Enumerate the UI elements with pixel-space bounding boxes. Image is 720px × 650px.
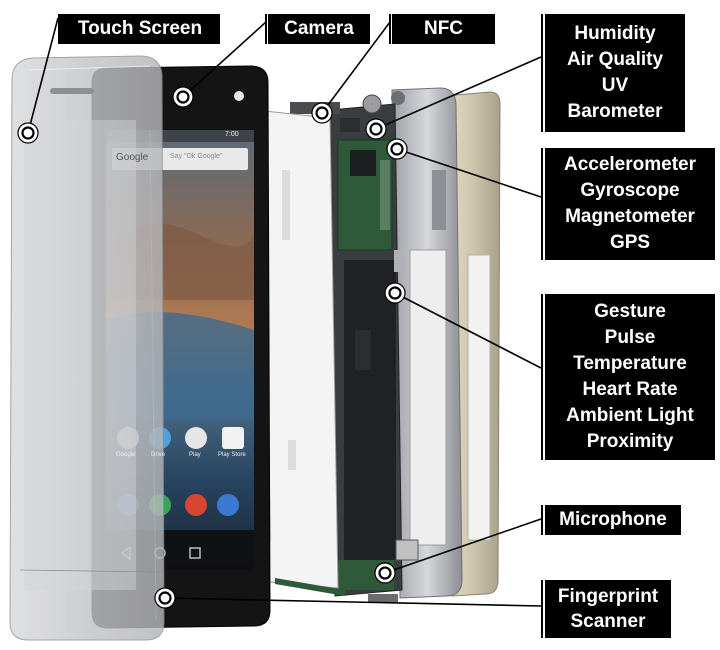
label-fingerprint-scanner: Fingerprint Scanner: [545, 580, 671, 638]
marker-touch-screen: [17, 122, 39, 144]
label-environment-sensors: Humidity Air Quality UV Barometer: [545, 14, 685, 132]
screen-search-hint: Say "Ok Google": [170, 153, 223, 160]
label-touch-screen-divider: [58, 14, 60, 44]
marker-environment: [365, 118, 387, 140]
label-fingerprint-line: Fingerprint: [557, 586, 659, 607]
label-camera: Camera: [268, 14, 370, 44]
metal-frame: [391, 87, 463, 599]
callout-line-microphone: [384, 518, 542, 574]
marker-microphone: [374, 562, 396, 584]
label-nfc-line: NFC: [423, 18, 464, 39]
label-biometric-line: Proximity: [586, 431, 674, 452]
screen-search-brand: Google: [116, 152, 149, 163]
marker-camera: [172, 86, 194, 108]
label-touch-screen: Touch Screen: [60, 14, 220, 44]
label-motion-line: Accelerometer: [563, 154, 697, 175]
callout-lines: [27, 17, 542, 607]
label-environment-line: Humidity: [574, 23, 656, 44]
label-biometric-line: Ambient Light: [566, 405, 694, 426]
label-environment-line: Barometer: [567, 101, 663, 122]
label-microphone-line: Microphone: [559, 509, 667, 530]
label-motion-line: Gyroscope: [580, 180, 680, 201]
callout-line-fingerprint: [164, 597, 542, 607]
label-motion-line: Magnetometer: [565, 206, 695, 227]
label-biometric-line: Heart Rate: [582, 379, 678, 400]
callout-line-touch-screen: [27, 17, 59, 134]
screen-app-label: Google: [116, 452, 136, 458]
label-biometric-line: Pulse: [604, 327, 656, 348]
label-environment-line: Air Quality: [566, 49, 664, 70]
label-biometric-divider: [541, 294, 543, 460]
marker-fingerprint: [154, 587, 176, 609]
label-nfc-divider: [389, 14, 391, 44]
label-microphone-divider: [541, 505, 543, 535]
label-camera-line: Camera: [284, 18, 354, 39]
callout-line-environment: [375, 56, 542, 130]
screen-app-label: Play: [189, 452, 201, 458]
label-environment-line: UV: [601, 75, 629, 96]
marker-nfc: [311, 102, 333, 124]
label-touch-screen-line: Touch Screen: [77, 18, 203, 39]
logic-board: [290, 94, 419, 602]
cover-glass: [9, 55, 165, 641]
label-fingerprint-divider: [541, 580, 543, 638]
label-motion-divider: [541, 148, 543, 260]
marker-motion: [386, 138, 408, 160]
label-biometric-line: Temperature: [573, 353, 687, 374]
label-biometric-sensors: Gesture Pulse Temperature Heart Rate Amb…: [545, 294, 715, 460]
label-motion-sensors: Accelerometer Gyroscope Magnetometer GPS: [545, 148, 715, 260]
screen-app-label: Drive: [151, 452, 166, 458]
label-biometric-line: Gesture: [594, 301, 666, 322]
callout-line-motion: [396, 148, 542, 198]
callout-line-nfc: [321, 21, 391, 114]
marker-biometric: [384, 282, 406, 304]
label-camera-divider: [265, 14, 267, 44]
label-nfc: NFC: [392, 14, 495, 44]
callout-line-camera: [182, 21, 267, 98]
label-microphone: Microphone: [545, 505, 681, 535]
label-environment-divider: [541, 14, 543, 132]
label-fingerprint-line: Scanner: [570, 611, 646, 632]
label-motion-line: GPS: [609, 232, 651, 253]
callout-line-biometric: [394, 292, 542, 369]
screen-status-time: 7:00: [225, 131, 239, 138]
screen-app-label: Play Store: [218, 452, 246, 458]
